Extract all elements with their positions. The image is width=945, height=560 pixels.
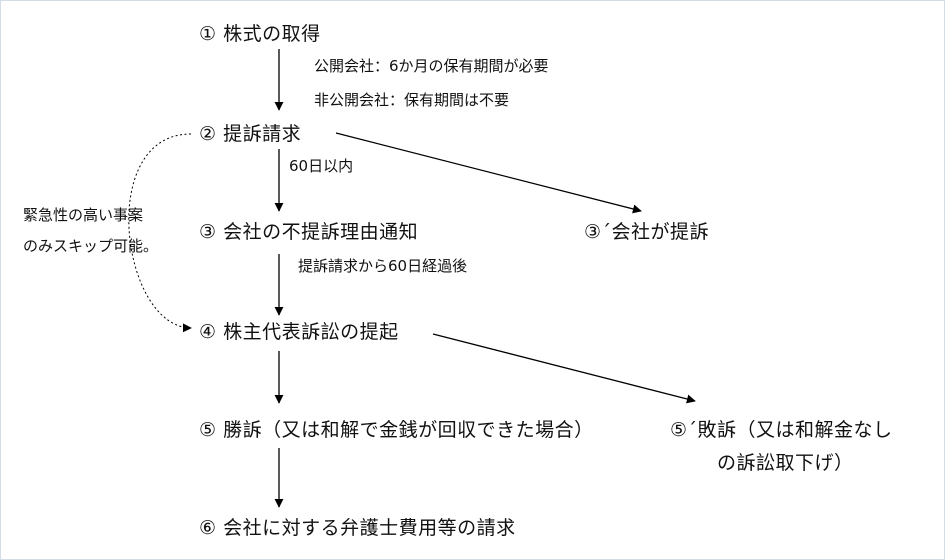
skip-curve-arrow [128,133,192,333]
step-5b-label-line-2: の訴訟取下げ） [717,452,854,474]
step-2-label: ② 提訴請求 [199,123,302,145]
note-urgent-line-2: のみスキップ可能。 [23,237,159,255]
note-within-60-days: 60日以内 [289,157,354,175]
step-3-label: ③ 会社の不提訴理由通知 [199,221,419,243]
note-after-60-days: 提訴請求から60日経過後 [298,257,468,275]
step-6-label: ⑥ 会社に対する弁護士費用等の請求 [199,517,516,539]
note-urgent-line-1: 緊急性の高い事案 [23,206,144,224]
arrow-4-to-5b [432,333,696,404]
arrow-2-to-3b [335,132,642,214]
step-1-label: ① 株式の取得 [199,23,321,45]
note-public-company: 公開会社：6か月の保有期間が必要 [314,57,549,75]
step-4-label: ④ 株主代表訴訟の提起 [199,321,399,343]
step-3b-label: ③´会社が提訴 [584,221,710,243]
note-private-company: 非公開会社：保有期間は不要 [314,91,510,109]
step-5b-label-line-1: ⑤´敗訴（又は和解金なし [670,419,893,441]
step-5-label: ⑤ 勝訴（又は和解で金銭が回収できた場合） [199,419,594,441]
